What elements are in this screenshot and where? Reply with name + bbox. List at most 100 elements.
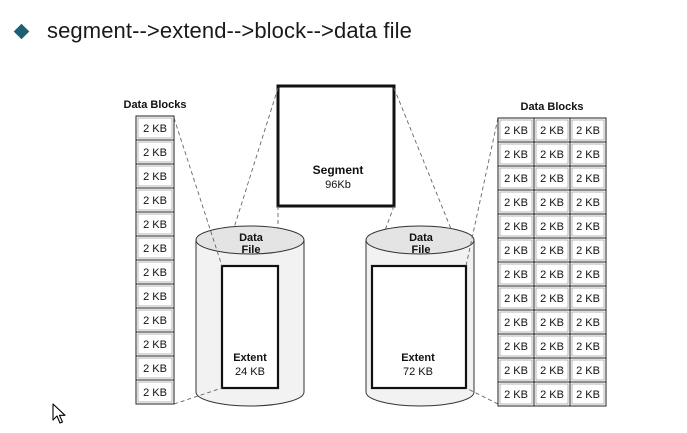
right-data-block-label: 2 KB	[576, 365, 600, 377]
left-data-block-label: 2 KB	[143, 291, 167, 303]
right-data-block: 2 KB	[533, 237, 571, 263]
left-data-block: 2 KB	[135, 211, 175, 237]
right-data-block-label: 2 KB	[504, 149, 528, 161]
right-data-block: 2 KB	[497, 285, 535, 311]
right-data-block-label: 2 KB	[540, 197, 564, 209]
right-data-block-label: 2 KB	[576, 125, 600, 137]
right-data-block-label: 2 KB	[504, 389, 528, 401]
slide-title: segment-->extend-->block-->data file	[47, 18, 412, 43]
right-data-file-label-1: Data	[409, 232, 434, 244]
left-data-block: 2 KB	[135, 139, 175, 165]
right-data-block: 2 KB	[569, 141, 607, 167]
right-data-block-label: 2 KB	[504, 125, 528, 137]
right-data-block: 2 KB	[569, 357, 607, 383]
right-data-block: 2 KB	[497, 261, 535, 287]
right-data-block-label: 2 KB	[540, 125, 564, 137]
left-data-file-label-1: Data	[239, 232, 264, 244]
left-data-block: 2 KB	[135, 115, 175, 141]
left-data-block-label: 2 KB	[143, 219, 167, 231]
right-data-block: 2 KB	[497, 213, 535, 239]
left-extent-label: Extent	[233, 352, 267, 364]
left-data-block-label: 2 KB	[143, 243, 167, 255]
right-data-block: 2 KB	[533, 333, 571, 359]
right-data-block-label: 2 KB	[540, 317, 564, 329]
right-data-block-label: 2 KB	[576, 293, 600, 305]
left-extent-size: 24 KB	[235, 366, 265, 378]
left-data-block: 2 KB	[135, 187, 175, 213]
left-data-block: 2 KB	[135, 331, 175, 357]
segment-box: Segment 96Kb	[276, 84, 396, 208]
right-extent-size: 72 KB	[403, 366, 433, 378]
left-data-block-label: 2 KB	[143, 267, 167, 279]
right-data-block-label: 2 KB	[540, 173, 564, 185]
right-data-block: 2 KB	[533, 261, 571, 287]
right-data-block-label: 2 KB	[576, 389, 600, 401]
right-data-block: 2 KB	[569, 189, 607, 215]
segment-label: Segment	[313, 163, 364, 177]
right-data-block: 2 KB	[497, 309, 535, 335]
right-data-block: 2 KB	[569, 117, 607, 143]
right-data-block-label: 2 KB	[504, 173, 528, 185]
right-data-block: 2 KB	[533, 165, 571, 191]
right-data-block: 2 KB	[533, 285, 571, 311]
left-data-block: 2 KB	[135, 235, 175, 261]
left-data-blocks-grid: 2 KB 2 KB 2 KB 2 KB 2 KB 2 KB 2 KB 2 KB 2 KB 2 KB…	[135, 115, 175, 405]
left-data-block-label: 2 KB	[143, 387, 167, 399]
right-data-block-label: 2 KB	[576, 269, 600, 281]
right-data-block-label: 2 KB	[504, 341, 528, 353]
right-data-block-label: 2 KB	[576, 245, 600, 257]
segment-size: 96Kb	[325, 179, 351, 191]
right-data-block: 2 KB	[569, 309, 607, 335]
right-data-block: 2 KB	[497, 141, 535, 167]
left-data-block-label: 2 KB	[143, 195, 167, 207]
right-data-block: 2 KB	[569, 261, 607, 287]
right-data-block-label: 2 KB	[504, 221, 528, 233]
right-data-block-label: 2 KB	[540, 149, 564, 161]
right-data-block: 2 KB	[497, 381, 535, 407]
left-data-block: 2 KB	[135, 379, 175, 405]
left-data-block: 2 KB	[135, 355, 175, 381]
right-data-block-label: 2 KB	[504, 245, 528, 257]
right-blocks-title: Data Blocks	[521, 101, 584, 113]
left-data-block: 2 KB	[135, 283, 175, 309]
left-data-block-label: 2 KB	[143, 339, 167, 351]
right-data-block: 2 KB	[569, 285, 607, 311]
right-data-block: 2 KB	[569, 333, 607, 359]
right-data-block: 2 KB	[569, 237, 607, 263]
right-data-block-label: 2 KB	[576, 221, 600, 233]
right-data-block: 2 KB	[497, 117, 535, 143]
right-data-block-label: 2 KB	[576, 173, 600, 185]
left-data-block-label: 2 KB	[143, 123, 167, 135]
right-data-block: 2 KB	[533, 141, 571, 167]
right-data-block: 2 KB	[569, 165, 607, 191]
right-data-block-label: 2 KB	[540, 221, 564, 233]
right-data-block-label: 2 KB	[504, 293, 528, 305]
left-data-block: 2 KB	[135, 307, 175, 333]
right-data-block-label: 2 KB	[540, 293, 564, 305]
left-data-block-label: 2 KB	[143, 363, 167, 375]
left-blocks-title: Data Blocks	[124, 99, 187, 111]
right-data-file-label-2: File	[412, 244, 431, 256]
right-data-block-label: 2 KB	[540, 389, 564, 401]
left-data-block-label: 2 KB	[143, 171, 167, 183]
right-data-block-label: 2 KB	[504, 197, 528, 209]
slide-title-row: segment-->extend-->block-->data file	[12, 14, 412, 48]
right-data-block-label: 2 KB	[576, 197, 600, 209]
right-data-block: 2 KB	[497, 189, 535, 215]
right-data-block-label: 2 KB	[540, 365, 564, 377]
right-data-block-label: 2 KB	[540, 341, 564, 353]
right-data-block-label: 2 KB	[504, 317, 528, 329]
right-data-block: 2 KB	[497, 333, 535, 359]
extent-connectors	[173, 117, 499, 405]
right-extent-label: Extent	[401, 352, 435, 364]
left-data-file-cylinder: Data File Extent 24 KB	[195, 225, 305, 407]
left-data-block-label: 2 KB	[143, 147, 167, 159]
right-data-block: 2 KB	[497, 165, 535, 191]
left-data-block-label: 2 KB	[143, 315, 167, 327]
left-data-block: 2 KB	[135, 259, 175, 285]
right-data-block: 2 KB	[533, 213, 571, 239]
left-data-block: 2 KB	[135, 163, 175, 189]
right-data-block-label: 2 KB	[540, 245, 564, 257]
